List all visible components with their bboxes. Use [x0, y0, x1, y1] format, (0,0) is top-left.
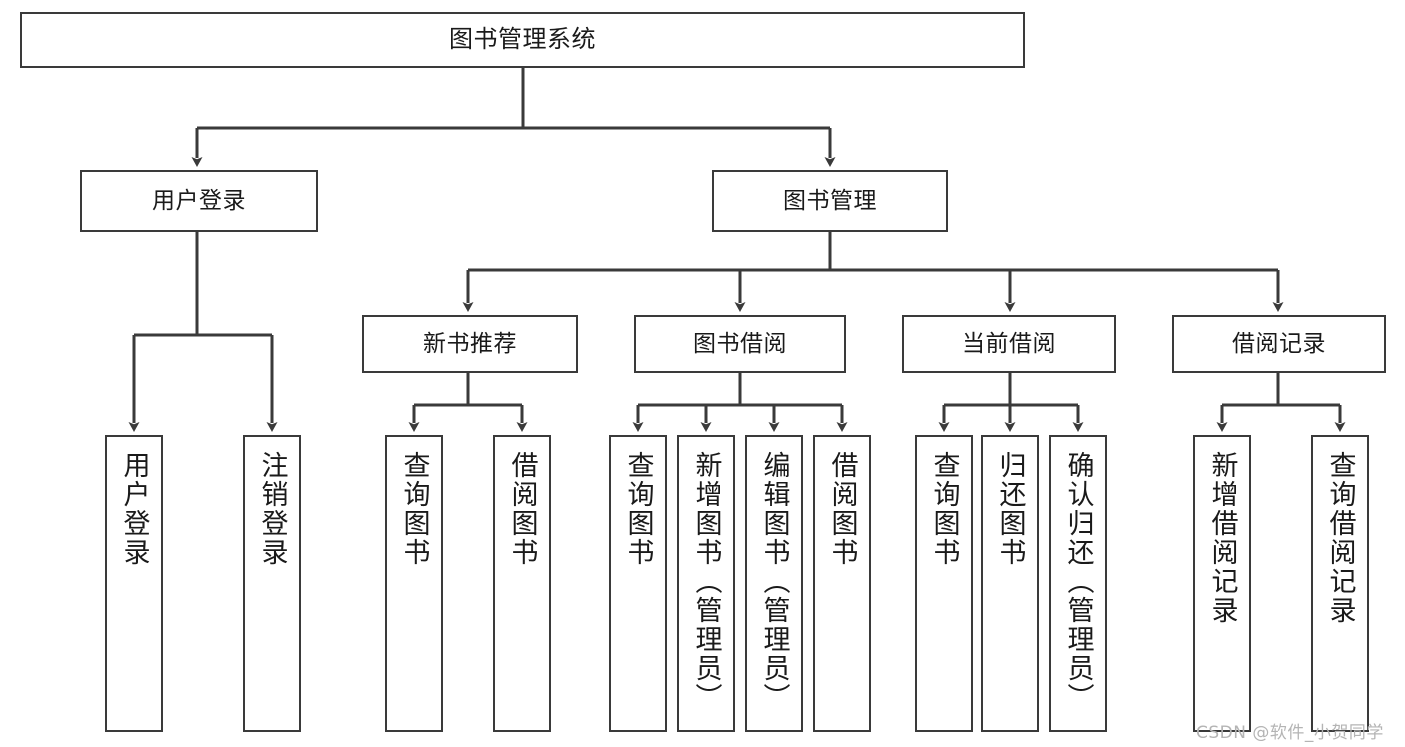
node-book-management-system[interactable]: 图书管理系统 — [20, 12, 1025, 68]
node-leaf-borrow-book-1[interactable]: 借阅图书 — [493, 435, 551, 732]
node-label: 新增图书（管理员） — [690, 451, 722, 712]
node-new-book-recommend[interactable]: 新书推荐 — [362, 315, 578, 373]
node-leaf-borrow-book-2[interactable]: 借阅图书 — [813, 435, 871, 732]
node-label: 查询图书 — [928, 451, 960, 567]
node-book-management[interactable]: 图书管理 — [712, 170, 948, 232]
node-leaf-logout-login[interactable]: 注销登录 — [243, 435, 301, 732]
node-leaf-confirm-return[interactable]: 确认归还（管理员） — [1049, 435, 1107, 732]
node-label: 归还图书 — [994, 451, 1026, 567]
node-user-login[interactable]: 用户登录 — [80, 170, 318, 232]
node-leaf-query-book-2[interactable]: 查询图书 — [609, 435, 667, 732]
node-leaf-query-book-3[interactable]: 查询图书 — [915, 435, 973, 732]
node-label: 查询图书 — [622, 451, 654, 567]
node-label: 编辑图书（管理员） — [758, 451, 790, 712]
node-leaf-return-book[interactable]: 归还图书 — [981, 435, 1039, 732]
node-label: 用户登录 — [118, 451, 150, 567]
node-label: 新增借阅记录 — [1206, 451, 1238, 625]
node-label: 借阅图书 — [506, 451, 538, 567]
csdn-watermark: CSDN @软件_小贺同学 — [1196, 723, 1384, 743]
node-label: 新书推荐 — [423, 330, 517, 357]
node-label: 借阅记录 — [1232, 330, 1326, 357]
node-label: 图书管理系统 — [449, 25, 596, 54]
node-label: 注销登录 — [256, 451, 288, 567]
node-label: 当前借阅 — [962, 330, 1056, 357]
node-label: 查询图书 — [398, 451, 430, 567]
node-borrow-record[interactable]: 借阅记录 — [1172, 315, 1386, 373]
node-label: 图书借阅 — [693, 330, 787, 357]
node-leaf-add-book[interactable]: 新增图书（管理员） — [677, 435, 735, 732]
node-label: 借阅图书 — [826, 451, 858, 567]
node-leaf-add-borrow-record[interactable]: 新增借阅记录 — [1193, 435, 1251, 732]
node-label: 查询借阅记录 — [1324, 451, 1356, 625]
node-label: 确认归还（管理员） — [1062, 451, 1094, 712]
node-book-borrow[interactable]: 图书借阅 — [634, 315, 846, 373]
node-leaf-query-book-1[interactable]: 查询图书 — [385, 435, 443, 732]
node-current-borrow[interactable]: 当前借阅 — [902, 315, 1116, 373]
node-label: 图书管理 — [783, 187, 877, 214]
node-label: 用户登录 — [152, 187, 246, 214]
node-leaf-edit-book[interactable]: 编辑图书（管理员） — [745, 435, 803, 732]
node-leaf-query-borrow-record[interactable]: 查询借阅记录 — [1311, 435, 1369, 732]
node-leaf-user-login[interactable]: 用户登录 — [105, 435, 163, 732]
